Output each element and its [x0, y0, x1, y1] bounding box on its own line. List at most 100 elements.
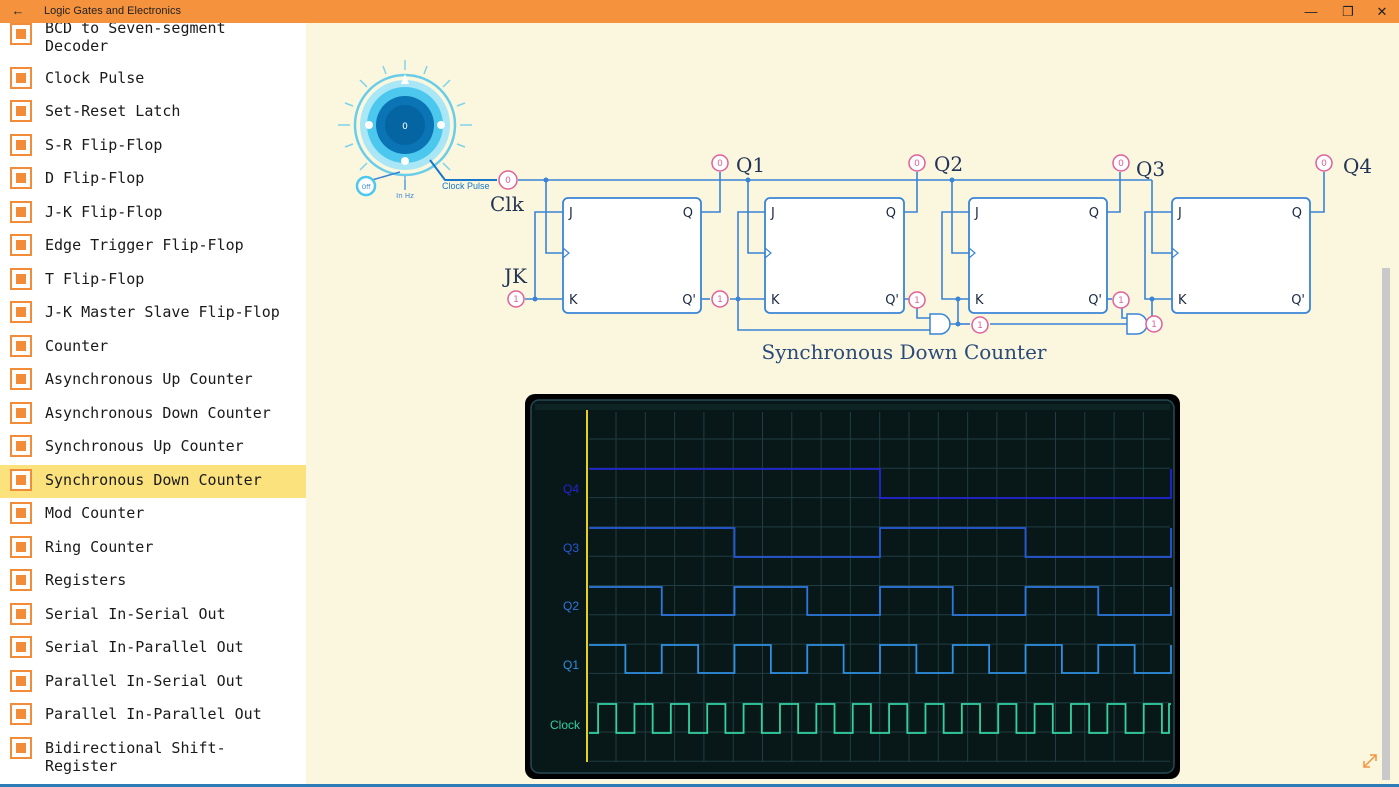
- off-label: Off: [362, 184, 372, 191]
- off-switch[interactable]: Off: [355, 175, 377, 197]
- sidebar-item-siso[interactable]: Serial In-Serial Out: [0, 599, 306, 632]
- sidebar-item-label: Synchronous Up Counter: [45, 437, 244, 455]
- scrollbar-thumb[interactable]: [1382, 268, 1390, 780]
- q3-label: Q3: [1136, 157, 1165, 181]
- wire-junctions: [532, 177, 1155, 327]
- sidebar-item-sr-flip-flop[interactable]: S-R Flip-Flop: [0, 130, 306, 163]
- sidebar-item-set-reset-latch[interactable]: Set-Reset Latch: [0, 96, 306, 129]
- pin-q: Q: [683, 206, 693, 221]
- sidebar-item-pipo[interactable]: Parallel In-Parallel Out: [0, 699, 306, 732]
- sidebar-item-label: BCD to Seven-segment Decoder: [45, 23, 226, 55]
- trace-q2: [589, 586, 1172, 616]
- sidebar-item-sync-down-counter[interactable]: Synchronous Down Counter: [0, 465, 306, 498]
- sidebar-item-edge-trigger-flip-flop[interactable]: Edge Trigger Flip-Flop: [0, 230, 306, 263]
- checkbox-icon[interactable]: [10, 268, 32, 290]
- traces: [589, 468, 1172, 734]
- qbar2-probe-value: 1: [914, 296, 920, 306]
- checkbox-icon[interactable]: [10, 536, 32, 558]
- pin-k: K: [1178, 293, 1187, 308]
- close-button[interactable]: ✕: [1376, 4, 1388, 19]
- checkbox-icon[interactable]: [10, 402, 32, 424]
- clk-label: Clk: [490, 192, 525, 216]
- sidebar-item-label: D Flip-Flop: [45, 169, 145, 187]
- checkbox-icon[interactable]: [10, 301, 32, 323]
- pin-j: J: [974, 206, 979, 221]
- q4-probe-value: 0: [1321, 159, 1327, 169]
- q2-probe-value: 0: [914, 159, 920, 169]
- sidebar-item-sipo[interactable]: Serial In-Parallel Out: [0, 632, 306, 665]
- sidebar-item-label: J-K Master Slave Flip-Flop: [45, 303, 280, 321]
- sidebar-item-label: Serial In-Parallel Out: [45, 638, 244, 656]
- checkbox-icon[interactable]: [10, 737, 32, 759]
- sidebar-item-label: Parallel In-Parallel Out: [45, 705, 262, 723]
- q1-probe-value: 0: [717, 159, 723, 169]
- sidebar-item-jk-master-slave[interactable]: J-K Master Slave Flip-Flop: [0, 297, 306, 330]
- sidebar-item-t-flip-flop[interactable]: T Flip-Flop: [0, 264, 306, 297]
- qbar1-probe-value: 1: [717, 295, 723, 305]
- and-gate-1: [929, 313, 951, 335]
- q2-label: Q2: [934, 152, 963, 176]
- expand-icon[interactable]: [1363, 754, 1377, 768]
- restore-button[interactable]: ❐: [1342, 4, 1354, 19]
- back-arrow-icon[interactable]: ←: [11, 3, 25, 18]
- sidebar-item-d-flip-flop[interactable]: D Flip-Flop: [0, 163, 306, 196]
- sidebar-item-async-up-counter[interactable]: Asynchronous Up Counter: [0, 364, 306, 397]
- and2-probe: 1: [1145, 315, 1163, 333]
- clk-probe[interactable]: 0: [498, 170, 518, 190]
- checkbox-icon[interactable]: [10, 67, 32, 89]
- pin-q: Q: [886, 206, 896, 221]
- clk-probe-value: 0: [505, 176, 511, 186]
- checkbox-icon[interactable]: [10, 569, 32, 591]
- timing-diagram: Q4 Q3 Q2 Q1 Clock: [525, 394, 1180, 779]
- checkbox-icon[interactable]: [10, 134, 32, 156]
- checkbox-icon[interactable]: [10, 167, 32, 189]
- checkbox-icon[interactable]: [10, 636, 32, 658]
- checkbox-icon[interactable]: [10, 368, 32, 390]
- trace-label-q2: Q2: [563, 599, 579, 613]
- sidebar-item-label: Synchronous Down Counter: [45, 471, 262, 489]
- pin-qbar: Q': [1088, 293, 1102, 308]
- jk-probe[interactable]: 1: [507, 290, 525, 308]
- sidebar-item-registers[interactable]: Registers: [0, 565, 306, 598]
- pin-k: K: [771, 293, 780, 308]
- minimize-button[interactable]: —: [1304, 4, 1318, 19]
- checkbox-icon[interactable]: [10, 502, 32, 524]
- checkbox-icon[interactable]: [10, 201, 32, 223]
- checkbox-icon[interactable]: [10, 603, 32, 625]
- sidebar-list[interactable]: BCD to Seven-segment Decoder Clock Pulse…: [0, 23, 306, 787]
- clock-pulse-label: Clock Pulse: [442, 181, 490, 191]
- sidebar-item-mod-counter[interactable]: Mod Counter: [0, 498, 306, 531]
- sidebar-item-label: Clock Pulse: [45, 69, 145, 87]
- qbar1-probe: 1: [711, 290, 729, 308]
- checkbox-icon[interactable]: [10, 703, 32, 725]
- and1-probe: 1: [971, 316, 989, 334]
- sidebar-item-piso[interactable]: Parallel In-Serial Out: [0, 666, 306, 699]
- checkbox-icon[interactable]: [10, 670, 32, 692]
- checkbox-icon[interactable]: [10, 234, 32, 256]
- sidebar-item-jk-flip-flop[interactable]: J-K Flip-Flop: [0, 197, 306, 230]
- sidebar-item-label: Counter: [45, 337, 109, 355]
- pin-q: Q: [1292, 206, 1302, 221]
- sidebar-item-clock-pulse[interactable]: Clock Pulse: [0, 63, 306, 96]
- sidebar-item-bidirectional-shift-register[interactable]: Bidirectional Shift- Register: [0, 733, 306, 783]
- circuit-labels: Clk JK Q1 Q2 Q3 Q4 Synchronous Down Coun…: [490, 152, 1372, 364]
- sidebar-item-ring-counter[interactable]: Ring Counter: [0, 532, 306, 565]
- window-title: Logic Gates and Electronics: [44, 5, 181, 17]
- pin-q: Q: [1089, 206, 1099, 221]
- checkbox-icon[interactable]: [10, 23, 32, 45]
- q3-probe: 0: [1112, 154, 1130, 172]
- sidebar-item-label: S-R Flip-Flop: [45, 136, 163, 154]
- frequency-knob[interactable]: 0: [338, 60, 472, 190]
- checkbox-icon[interactable]: [10, 335, 32, 357]
- sidebar-item-sync-up-counter[interactable]: Synchronous Up Counter: [0, 431, 306, 464]
- checkbox-icon[interactable]: [10, 469, 32, 491]
- checkbox-icon[interactable]: [10, 100, 32, 122]
- q3-probe-value: 0: [1118, 159, 1124, 169]
- checkbox-icon[interactable]: [10, 435, 32, 457]
- sidebar-item-bcd-decoder[interactable]: BCD to Seven-segment Decoder: [0, 23, 306, 59]
- sidebar-item-label: Edge Trigger Flip-Flop: [45, 236, 244, 254]
- and-gate-2: [1126, 313, 1148, 335]
- sidebar-item-counter[interactable]: Counter: [0, 331, 306, 364]
- trace-label-q3: Q3: [563, 541, 579, 555]
- sidebar-item-async-down-counter[interactable]: Asynchronous Down Counter: [0, 398, 306, 431]
